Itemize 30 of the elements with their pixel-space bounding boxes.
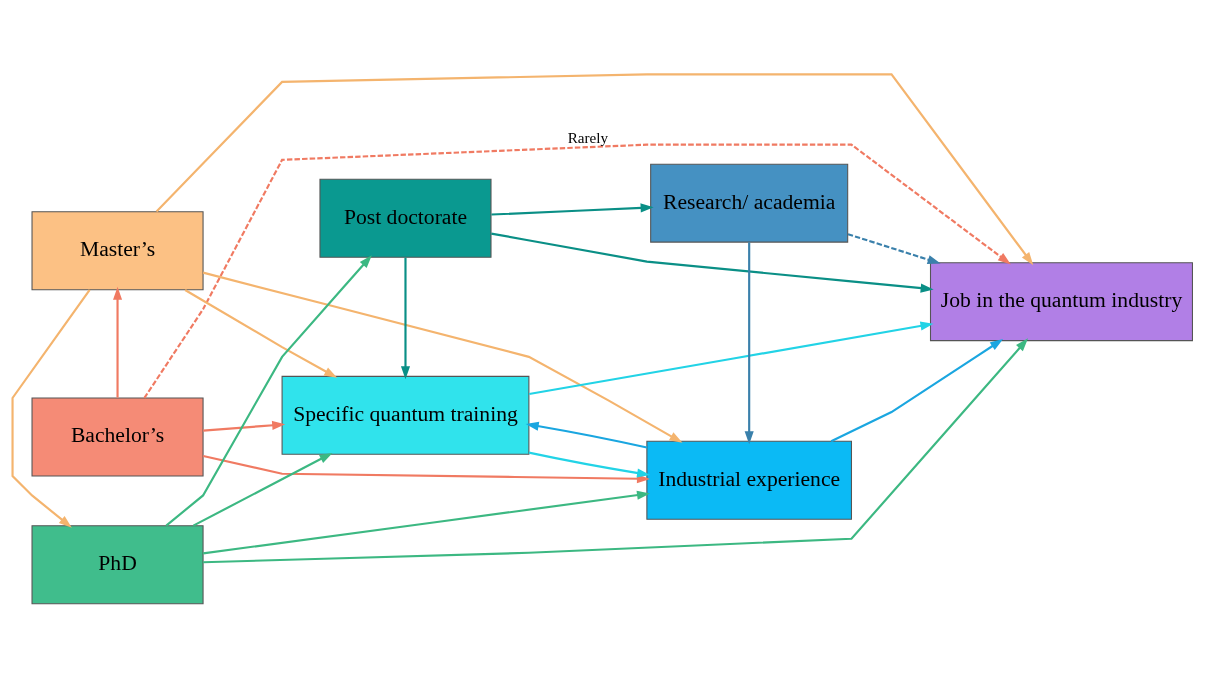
node-box: Job in the quantum industry [929,262,1193,342]
node-box: PhD [31,525,204,605]
node-box: Master’s [31,211,204,291]
arrow [113,286,123,398]
arrow [203,490,650,555]
arrow [528,321,934,396]
arrow [184,289,338,378]
arrow [744,242,754,445]
arrow [525,421,648,449]
node-box: Industrial experience [646,440,852,520]
arrow [155,73,1034,266]
arrow [203,454,650,484]
arrow [165,255,372,527]
arrow [528,451,651,478]
arrow [202,271,683,443]
arrow [491,232,934,293]
edge-label: Rarely [567,128,609,146]
arrow [192,452,333,527]
arrow [830,339,1004,443]
arrow [203,420,286,432]
arrow [203,338,1029,564]
arrow [143,143,1011,399]
node-box: Research/ academia [650,163,849,243]
arrow [491,203,654,216]
node-box: Post doctorate [319,178,492,258]
arrow [11,289,91,528]
node-box: Specific quantum training [281,375,530,455]
arrow [847,233,941,264]
arrow [400,257,411,380]
node-box: Bachelor’s [31,397,204,477]
